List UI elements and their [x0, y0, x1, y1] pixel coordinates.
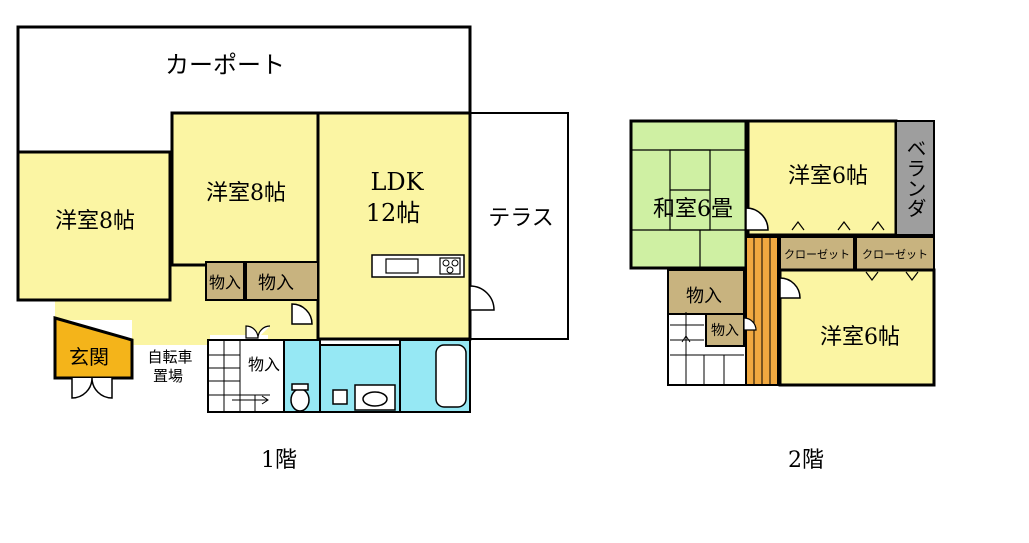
- storage-c-label: 物入: [248, 355, 280, 374]
- western-bottom-label: 洋室6帖: [820, 325, 900, 350]
- door-swing-terrace: [469, 285, 495, 311]
- ldk-room: [316, 111, 472, 341]
- ldk-label-line1: LDK: [370, 168, 424, 196]
- storage-2b-label: 物入: [711, 323, 739, 339]
- storage-box-2b: [705, 313, 745, 347]
- closet-a-label: クローゼット: [784, 248, 850, 261]
- floor1-plan: [16, 25, 569, 413]
- toilet-room: [283, 339, 321, 413]
- stair-corridor-lines: [753, 237, 771, 385]
- door-swing-storage: [245, 325, 271, 339]
- western-room-left: [16, 150, 172, 302]
- entrance-area: [53, 316, 134, 380]
- western-room-bottom: [778, 268, 936, 387]
- veranda-area: [895, 120, 935, 236]
- entrance-label: 玄関: [69, 345, 109, 369]
- bathtub: [435, 344, 467, 408]
- door-swing-storage-2f: [743, 317, 757, 331]
- stair-arrow-2f: [681, 335, 691, 380]
- washing-machine: [332, 389, 348, 405]
- japanese-room: [629, 119, 748, 270]
- japanese-room-label: 和室6畳: [653, 197, 733, 222]
- closet-b-label: クローゼット: [862, 248, 928, 261]
- floor2-caption: 2階: [788, 448, 824, 473]
- stove-burner-3: [446, 266, 454, 274]
- stove-burner-1: [442, 259, 450, 267]
- bicycle-label-line1: 自転車: [147, 348, 192, 366]
- western-top-label: 洋室6帖: [788, 164, 868, 189]
- tatami-lines: [631, 149, 746, 268]
- storage-box-b: [245, 261, 319, 301]
- stair-arrow-1f: [232, 395, 269, 405]
- carport-label: カーポート: [165, 51, 285, 79]
- floor1-caption: 1階: [261, 448, 297, 473]
- storage-2a-label: 物入: [686, 286, 722, 307]
- storage-box-a: [205, 261, 245, 301]
- ldk-label-line2: 12帖: [366, 199, 421, 227]
- stove-burner-2: [451, 259, 459, 267]
- door-swing-western-bottom: [779, 277, 801, 299]
- western-room-top: [746, 119, 898, 237]
- door-swing-entrance: [71, 377, 113, 399]
- toilet-tank: [291, 383, 309, 391]
- terrace-label: テラス: [488, 206, 554, 231]
- storage-a-label: 物入: [209, 273, 241, 292]
- floor2-plan: [629, 119, 936, 387]
- kitchen-sink: [385, 258, 419, 274]
- bicycle-label-line2: 置場: [153, 367, 183, 385]
- veranda-label: ベランダ: [903, 138, 927, 218]
- labels: カーポート 洋室8帖 洋室8帖 LDK 12帖 テラス 物入 物入 物入 玄関 …: [55, 51, 928, 473]
- storage-b-label: 物入: [258, 273, 294, 294]
- washbasin-counter: [354, 384, 396, 411]
- kitchen-stove: [439, 257, 461, 275]
- stair-area-1f: [207, 339, 287, 413]
- door-swing-hall: [291, 303, 313, 325]
- toilet-fixture: [290, 388, 310, 412]
- closet-door-marks-bottom: [865, 271, 919, 281]
- washbasin-bowl: [362, 391, 388, 407]
- door-swing-japanese: [745, 207, 769, 231]
- closet-box-a: [779, 236, 855, 271]
- closet-door-marks-top: [791, 221, 885, 231]
- western-left-label: 洋室8帖: [55, 209, 135, 234]
- western-mid-label: 洋室8帖: [206, 181, 286, 206]
